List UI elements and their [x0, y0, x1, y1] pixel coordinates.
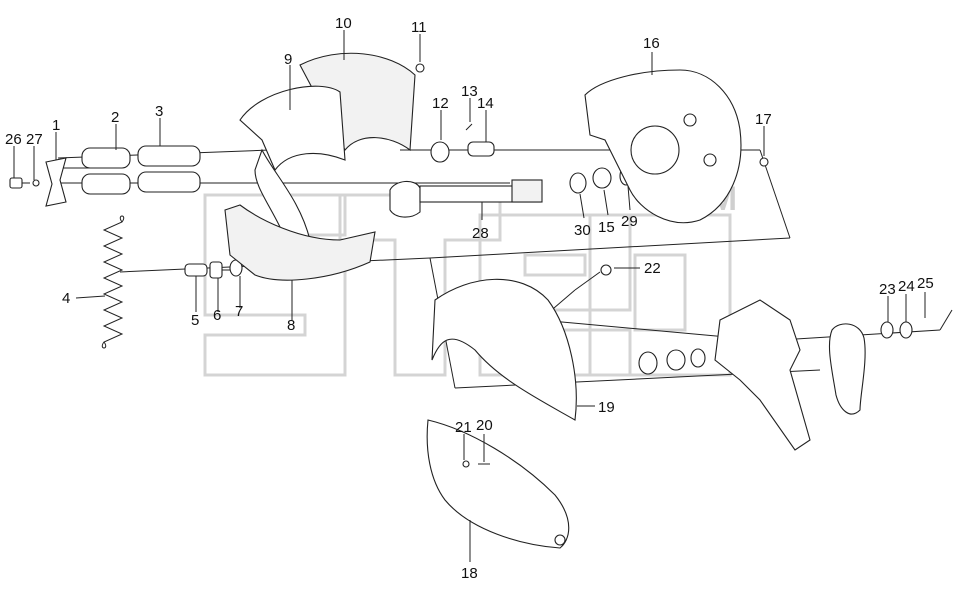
callout-2: 2	[111, 109, 119, 126]
bolt-part-5	[184, 263, 208, 277]
callout-15: 15	[598, 219, 615, 236]
callout-3: 3	[155, 103, 163, 120]
dust-shield-part-19	[431, 278, 577, 421]
callout-5: 5	[191, 312, 199, 329]
callout-21: 21	[455, 419, 472, 436]
callout-27: 27	[26, 131, 43, 148]
washer-part-24	[899, 321, 913, 339]
callout-1: 1	[52, 117, 60, 134]
callout-28: 28	[472, 225, 489, 242]
callout-18: 18	[461, 565, 478, 582]
bolt-part-11	[415, 63, 425, 73]
slack-adjuster-bracket	[714, 299, 811, 451]
slack-adjuster-arm	[828, 323, 866, 415]
brake-shoe-part-8	[224, 204, 376, 281]
dust-shield-part-18	[426, 419, 570, 549]
washer-part-27	[32, 179, 40, 187]
washer-part-30	[569, 172, 587, 194]
callout-26: 26	[5, 131, 22, 148]
callout-19: 19	[598, 399, 615, 416]
pin-part-25	[939, 309, 953, 331]
callout-24: 24	[898, 278, 915, 295]
brake-lining-part-10	[299, 52, 416, 152]
nut-part-21	[462, 460, 470, 468]
callout-30: 30	[574, 222, 591, 239]
callout-16: 16	[643, 35, 660, 52]
nut-part-17	[759, 157, 769, 167]
callout-4: 4	[62, 290, 70, 307]
callout-25: 25	[917, 275, 934, 292]
callout-20: 20	[476, 417, 493, 434]
clip-part-22	[600, 264, 612, 276]
callout-23: 23	[879, 281, 896, 298]
washer-part-23	[880, 321, 894, 339]
callout-22: 22	[644, 260, 661, 277]
bushing-part-12	[430, 141, 450, 163]
callout-leaders	[13, 30, 926, 562]
bushing-mid	[666, 349, 686, 371]
callout-9: 9	[284, 51, 292, 68]
callout-labels: 26 27 1 2 3 4 5 6 7 8 9 10 11 12 13 14 2…	[5, 15, 934, 582]
pin-part-14	[467, 141, 495, 157]
callout-29: 29	[621, 213, 638, 230]
bushing-part-15	[592, 167, 612, 189]
nut-part-6	[209, 261, 223, 279]
callout-11: 11	[411, 19, 427, 36]
parts	[9, 52, 953, 549]
callout-12: 12	[432, 95, 449, 112]
callout-10: 10	[335, 15, 352, 32]
bushing-left	[638, 351, 658, 375]
pin-part-2	[81, 147, 131, 195]
pin-part-13	[465, 123, 473, 131]
pin-part-3	[137, 145, 201, 193]
watermark-letter-s	[203, 193, 347, 377]
callout-14: 14	[477, 95, 494, 112]
callout-6: 6	[213, 307, 221, 324]
callout-7: 7	[235, 303, 243, 320]
watermark-letter-d	[588, 213, 732, 377]
brake-shoe-part-9	[239, 85, 346, 172]
callout-17: 17	[755, 111, 772, 128]
camshaft-part-28	[389, 179, 543, 218]
callout-8: 8	[287, 317, 295, 334]
callout-13: 13	[461, 83, 478, 100]
bushing-right	[690, 348, 706, 368]
plate-part-1	[45, 157, 67, 207]
bolt-part-26	[9, 177, 30, 189]
spring-part-4	[101, 215, 125, 349]
